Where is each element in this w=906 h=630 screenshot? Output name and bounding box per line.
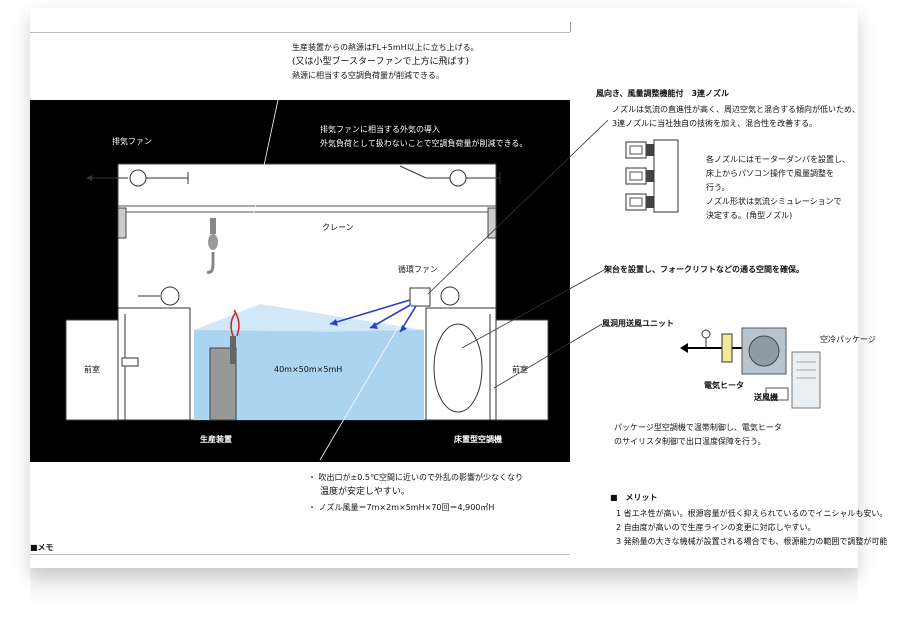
front-room-left bbox=[65, 319, 119, 421]
note-booster-fan: (又は小型ブースターファンで上方に飛ばす) bbox=[292, 57, 470, 67]
label-floor-ac: 床置型空調機 bbox=[454, 435, 502, 444]
exhaust-fan-left-icon bbox=[129, 169, 147, 187]
damper-1-icon bbox=[646, 144, 654, 156]
sensor-icon bbox=[701, 329, 711, 339]
package-desc-2: のサイリスタ制御で出口温度保障を行う。 bbox=[614, 437, 766, 446]
label-circulation-fan: 循環ファン bbox=[398, 265, 438, 274]
memo-rule bbox=[30, 554, 570, 555]
heat-plume-1 bbox=[230, 311, 237, 337]
triple-nozzle-figure bbox=[625, 139, 679, 213]
airflow-cone bbox=[194, 304, 424, 332]
package-ac-icon bbox=[791, 351, 821, 409]
header-rule-tick bbox=[570, 22, 571, 32]
damper-2-icon bbox=[646, 170, 654, 182]
label-exhaust-title-2: 外気負荷として扱わないことで空調負荷量が削減できる。 bbox=[320, 139, 528, 148]
damper-note-5: 決定する。(角型ノズル) bbox=[706, 211, 793, 220]
supply-arrow bbox=[680, 343, 688, 353]
nozzle-jet-1 bbox=[329, 299, 411, 325]
electric-heater-icon bbox=[721, 333, 733, 363]
nozzle-1-inner bbox=[629, 145, 643, 155]
heat-plume-2 bbox=[233, 309, 240, 337]
label-exhaust-title-1: 排気ファンに相当する外気の導入 bbox=[320, 125, 440, 134]
nozzle-2-inner bbox=[629, 171, 643, 181]
merit-2: 2 自由度が高いので生産ラインの変更に対応しやすい。 bbox=[616, 523, 816, 532]
label-blower: 送風機 bbox=[754, 393, 778, 402]
equipment-chimney bbox=[230, 336, 236, 364]
label-exhaust-fan: 排気ファン bbox=[112, 137, 152, 146]
label-electric-heater: 電気ヒータ bbox=[704, 381, 744, 390]
label-production-equipment: 生産装置 bbox=[200, 435, 232, 444]
label-package-ac: 空冷パッケージ bbox=[820, 335, 876, 344]
header-rule bbox=[30, 8, 570, 33]
exhaust-in-right-leader bbox=[399, 165, 427, 179]
jet-arrowhead-1 bbox=[330, 319, 338, 326]
circulation-fan-right-icon bbox=[440, 286, 460, 306]
leader-heat-source bbox=[235, 99, 279, 297]
document-sheet: 生産装置からの熱源はFL+5mH以上に立ち上げる。 (又は小型ブースターファンで… bbox=[30, 8, 887, 568]
merit-title: ■ メリット bbox=[610, 493, 658, 502]
unit-title: 風洞用送風ユニット bbox=[602, 319, 674, 328]
crane-post-right bbox=[487, 207, 497, 239]
nozzle-3-inner bbox=[629, 197, 643, 207]
package-desc-1: パッケージ型空調機で温帯制御し、電気ヒータ bbox=[614, 423, 782, 432]
nozzle-desc-1: ノズルは気流の直進性が高く、周辺空気と混合する傾向が低いため、 bbox=[612, 105, 860, 114]
memo-title: ■メモ bbox=[30, 543, 54, 552]
jet-arrowhead-3 bbox=[400, 325, 407, 332]
damper-note-3: 行う。 bbox=[706, 183, 730, 192]
stand-left-valve bbox=[121, 357, 139, 367]
exhaust-out-left-arrow bbox=[86, 175, 92, 181]
crane-trolley bbox=[210, 218, 216, 234]
note-nozzle-airflow: ・ ノズル風量＝7m×2m×5mH×70回＝4,900㎥H bbox=[308, 503, 495, 512]
blower-unit-figure bbox=[680, 327, 821, 409]
damper-3-icon bbox=[646, 196, 654, 208]
circulation-fan-left-icon bbox=[160, 286, 180, 306]
stand-note: 架台を設置し、フォークリフトなどの通る空間を確保。 bbox=[604, 265, 804, 274]
crane-hook bbox=[206, 252, 215, 274]
note-heat-source: 生産装置からの熱源はFL+5mH以上に立ち上げる。 bbox=[292, 43, 479, 52]
note-outlet-stability-1: ・ 吹出口が±0.5℃空間に近いので外乱の影響が少なくなり bbox=[308, 473, 523, 482]
merit-1: 1 省エネ性が高い。根源容量が低く抑えられているのでイニシャルも安い。 bbox=[616, 509, 888, 518]
facility-cross-section bbox=[30, 99, 570, 462]
leader-nozzle-outlet bbox=[319, 299, 415, 461]
nozzle-chamber bbox=[653, 139, 679, 213]
nozzle-title: 風向き、風量調整機能付 3連ノズル bbox=[596, 89, 730, 98]
nozzle-jet-2 bbox=[369, 303, 413, 329]
label-crane: クレーン bbox=[322, 223, 354, 232]
nozzle-desc-2: 3連ノズルに当社独自の技術を加え、混合性を改善する。 bbox=[612, 119, 818, 128]
exhaust-fan-right-icon bbox=[449, 169, 467, 187]
crane-post-left bbox=[117, 207, 127, 239]
label-front-room-left: 前室 bbox=[84, 365, 100, 374]
crane-rail bbox=[117, 205, 497, 213]
note-load-reduction: 熱源に相当する空調負荷量が削減できる。 bbox=[292, 71, 444, 80]
jet-arrowhead-2 bbox=[370, 322, 378, 329]
page-shadow bbox=[30, 568, 858, 608]
label-space-dimensions: 40m×50m×5mH bbox=[274, 365, 343, 374]
floor-ac-unit bbox=[433, 323, 483, 413]
damper-note-1: 各ノズルにはモーターダンパを設置し、 bbox=[706, 155, 850, 164]
label-front-room-right: 前室 bbox=[512, 365, 528, 374]
merit-3: 3 発熱量の大きな機械が設置される場合でも、根源能力の範囲で調整が可能 bbox=[616, 537, 888, 546]
blower-wheel bbox=[748, 335, 780, 367]
nozzle-block-icon bbox=[409, 287, 431, 307]
damper-note-2: 床上からパソコン操作で風量調整を bbox=[706, 169, 834, 178]
outdoor-unit-icon bbox=[765, 387, 789, 401]
crane-block bbox=[208, 234, 218, 250]
damper-note-4: ノズル形状は気流シミュレーションで bbox=[706, 197, 842, 206]
note-outlet-stability-2: 温度が安定しやすい。 bbox=[320, 487, 410, 497]
